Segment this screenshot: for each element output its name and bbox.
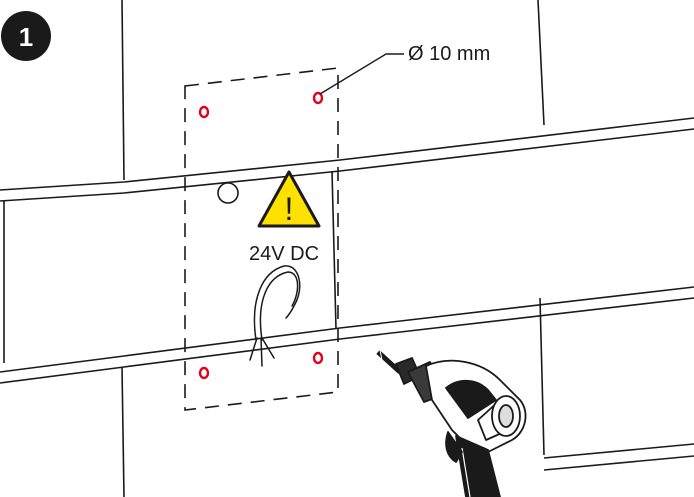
cable-entry-hole <box>217 182 239 204</box>
hole-diameter-label: Ø 10 mm <box>408 43 490 65</box>
drill-hole-markers <box>198 91 324 380</box>
mortar-joint <box>539 297 545 456</box>
drill-hole-bottom-left <box>198 366 210 380</box>
mounting-template-outline <box>184 67 339 411</box>
mortar-course <box>543 443 694 459</box>
power-cable <box>249 265 301 367</box>
mortar-course <box>0 286 694 373</box>
diameter-leader-line <box>319 53 404 95</box>
step-number: 1 <box>19 22 33 52</box>
drill-hole-top-right <box>312 91 324 105</box>
mortar-joint <box>537 0 545 126</box>
mortar-course <box>543 455 694 471</box>
cordless-drill-icon <box>376 349 527 497</box>
mortar-course <box>0 128 694 202</box>
svg-text:!: ! <box>285 191 294 227</box>
warning-triangle-icon: ! <box>257 170 321 228</box>
drill-hole-bottom-right <box>312 351 324 365</box>
mortar-joint <box>121 366 125 497</box>
mortar-joint <box>331 170 337 330</box>
voltage-label: 24V DC <box>249 243 319 265</box>
step-number-badge: 1 <box>1 11 51 61</box>
mortar-course <box>0 117 694 191</box>
drill-hole-top-left <box>198 105 210 119</box>
mortar-joint <box>121 0 125 181</box>
mortar-course <box>0 297 694 384</box>
